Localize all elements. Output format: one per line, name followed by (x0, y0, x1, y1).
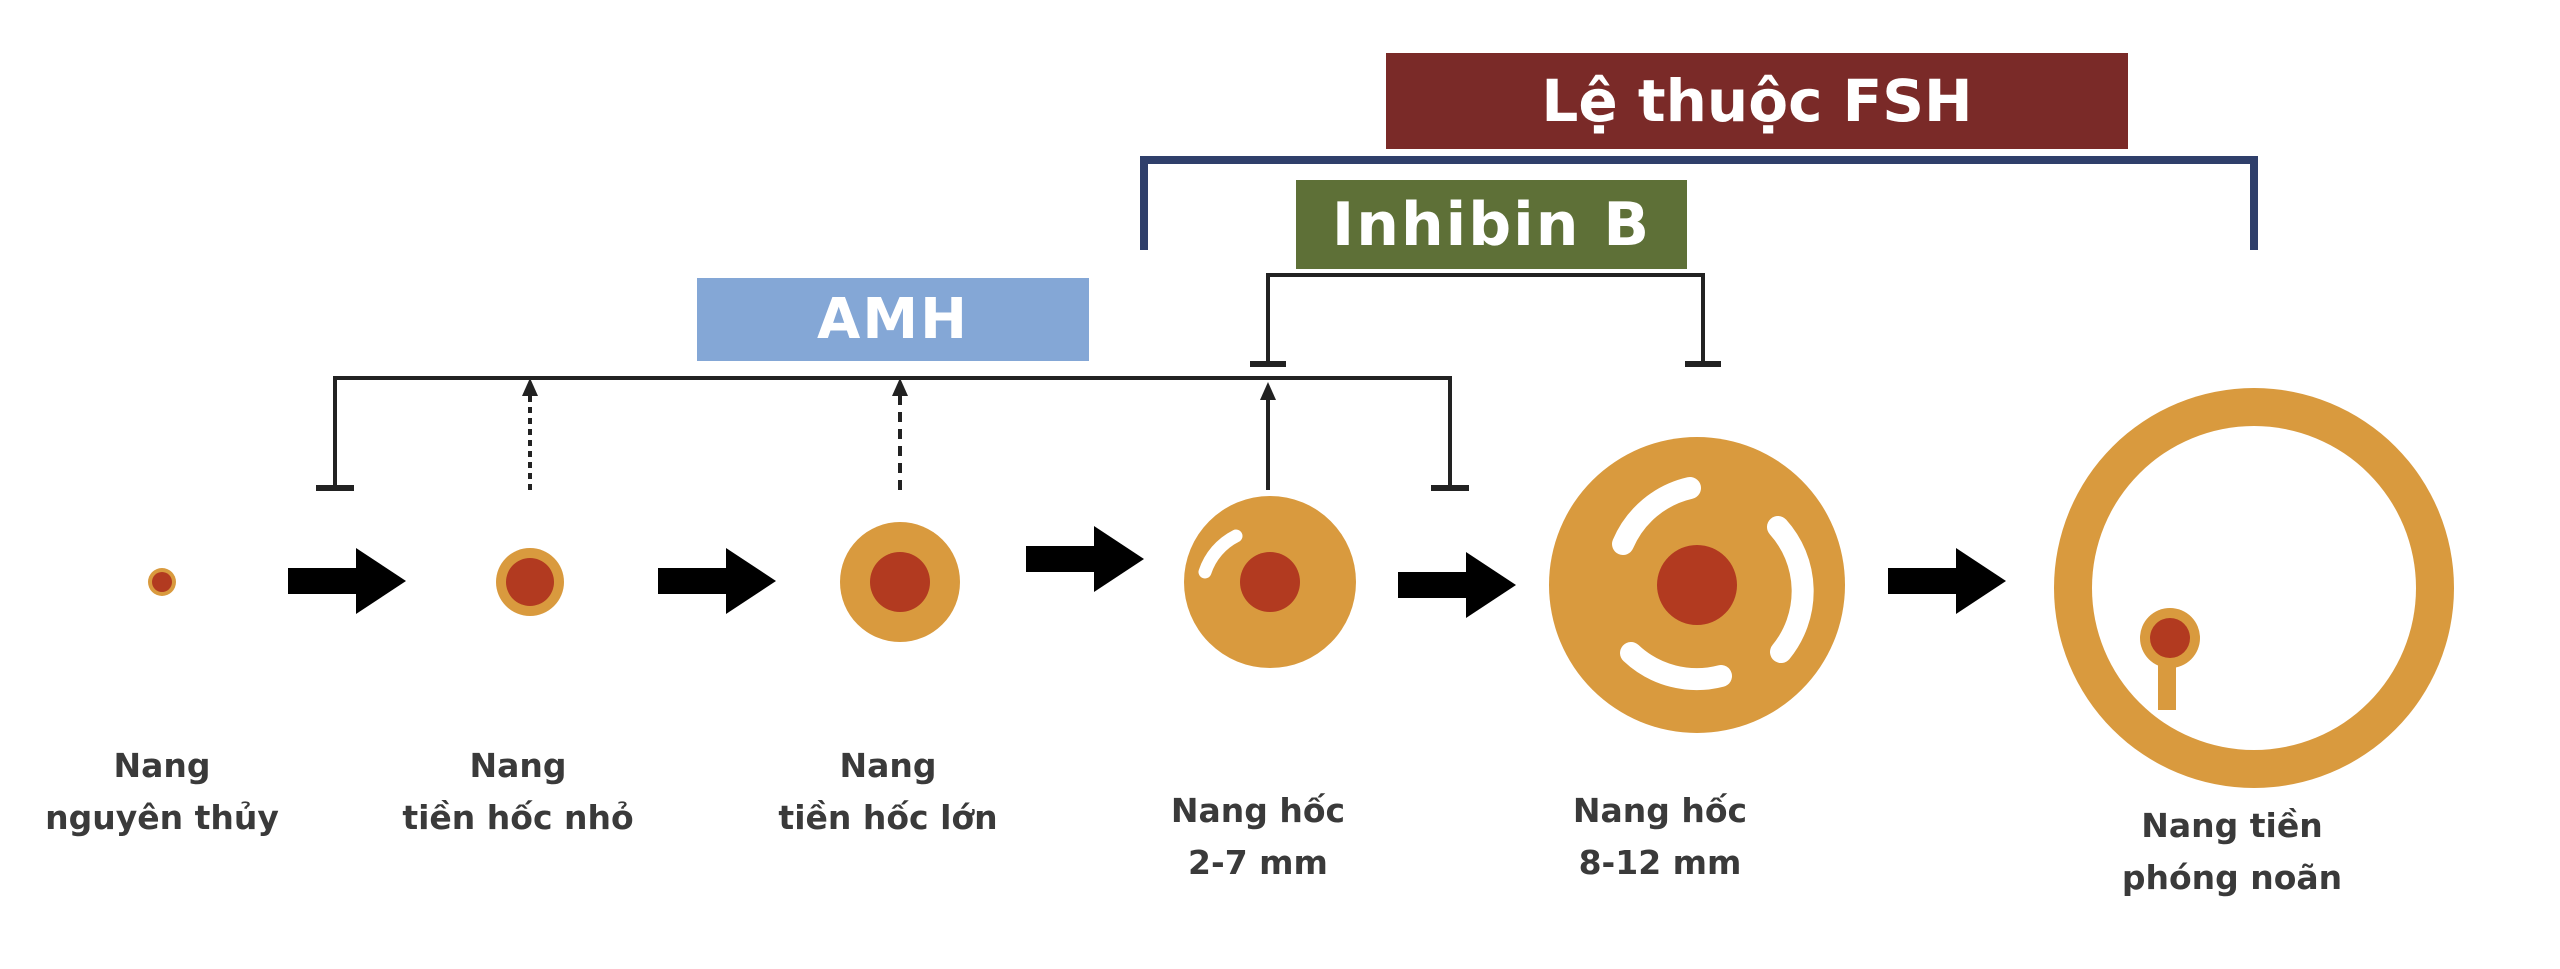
amh-bracket (316, 376, 1469, 491)
inhibin-b-box: Inhibin B (1296, 180, 1687, 269)
follicle-preovulatory (2054, 388, 2454, 788)
stage-label-preovulatory: Nang tiền phóng noãn (2022, 800, 2442, 904)
fsh-bracket (1140, 156, 2258, 250)
stage-label-line2: 2-7 mm (1188, 843, 1328, 882)
stage-label-antral-2-7mm: Nang hốc 2-7 mm (1048, 785, 1468, 889)
stage-label-line2: nguyên thủy (45, 798, 279, 837)
stage-label-line2: tiền hốc nhỏ (402, 798, 634, 837)
stage-label-line1: Nang (113, 746, 211, 785)
amh-label: AMH (817, 287, 969, 352)
progression-arrows (288, 526, 2006, 618)
stage-label-line1: Nang hốc (1572, 791, 1748, 830)
stage-label-line1: Nang (469, 746, 567, 785)
amh-box: AMH (697, 278, 1089, 361)
stage-label-line2: 8-12 mm (1578, 843, 1742, 882)
stage-label-primordial: Nang nguyên thủy (0, 740, 372, 844)
stage-label-line1: Nang tiền (2141, 806, 2323, 845)
stage-label-line2: tiền hốc lớn (778, 798, 998, 837)
follicle-antral-8-12mm (1549, 437, 1845, 733)
inhibin-b-label: Inhibin B (1331, 189, 1652, 260)
amh-stimulation-arrows (522, 378, 1276, 490)
arrow-4 (1398, 552, 1516, 618)
arrow-1 (288, 548, 406, 614)
follicle-large-preantral (840, 522, 960, 642)
stage-label-line1: Nang (839, 746, 937, 785)
fsh-dependent-label: Lệ thuộc FSH (1541, 67, 1973, 135)
arrow-5 (1888, 548, 2006, 614)
inhibin-bracket (1250, 273, 1721, 367)
follicle-antral-2-7mm (1184, 496, 1356, 668)
stage-label-large-preantral: Nang tiền hốc lớn (678, 740, 1098, 844)
follicle-primordial (148, 568, 176, 596)
arrow-3 (1026, 526, 1144, 592)
stage-label-line2: phóng noãn (2121, 858, 2343, 897)
stage-label-line1: Nang hốc (1170, 791, 1346, 830)
fsh-dependent-box: Lệ thuộc FSH (1386, 53, 2128, 149)
arrow-2 (658, 548, 776, 614)
stage-label-antral-8-12mm: Nang hốc 8-12 mm (1450, 785, 1870, 889)
stage-label-small-preantral: Nang tiền hốc nhỏ (308, 740, 728, 844)
follicle-small-preantral (496, 548, 564, 616)
